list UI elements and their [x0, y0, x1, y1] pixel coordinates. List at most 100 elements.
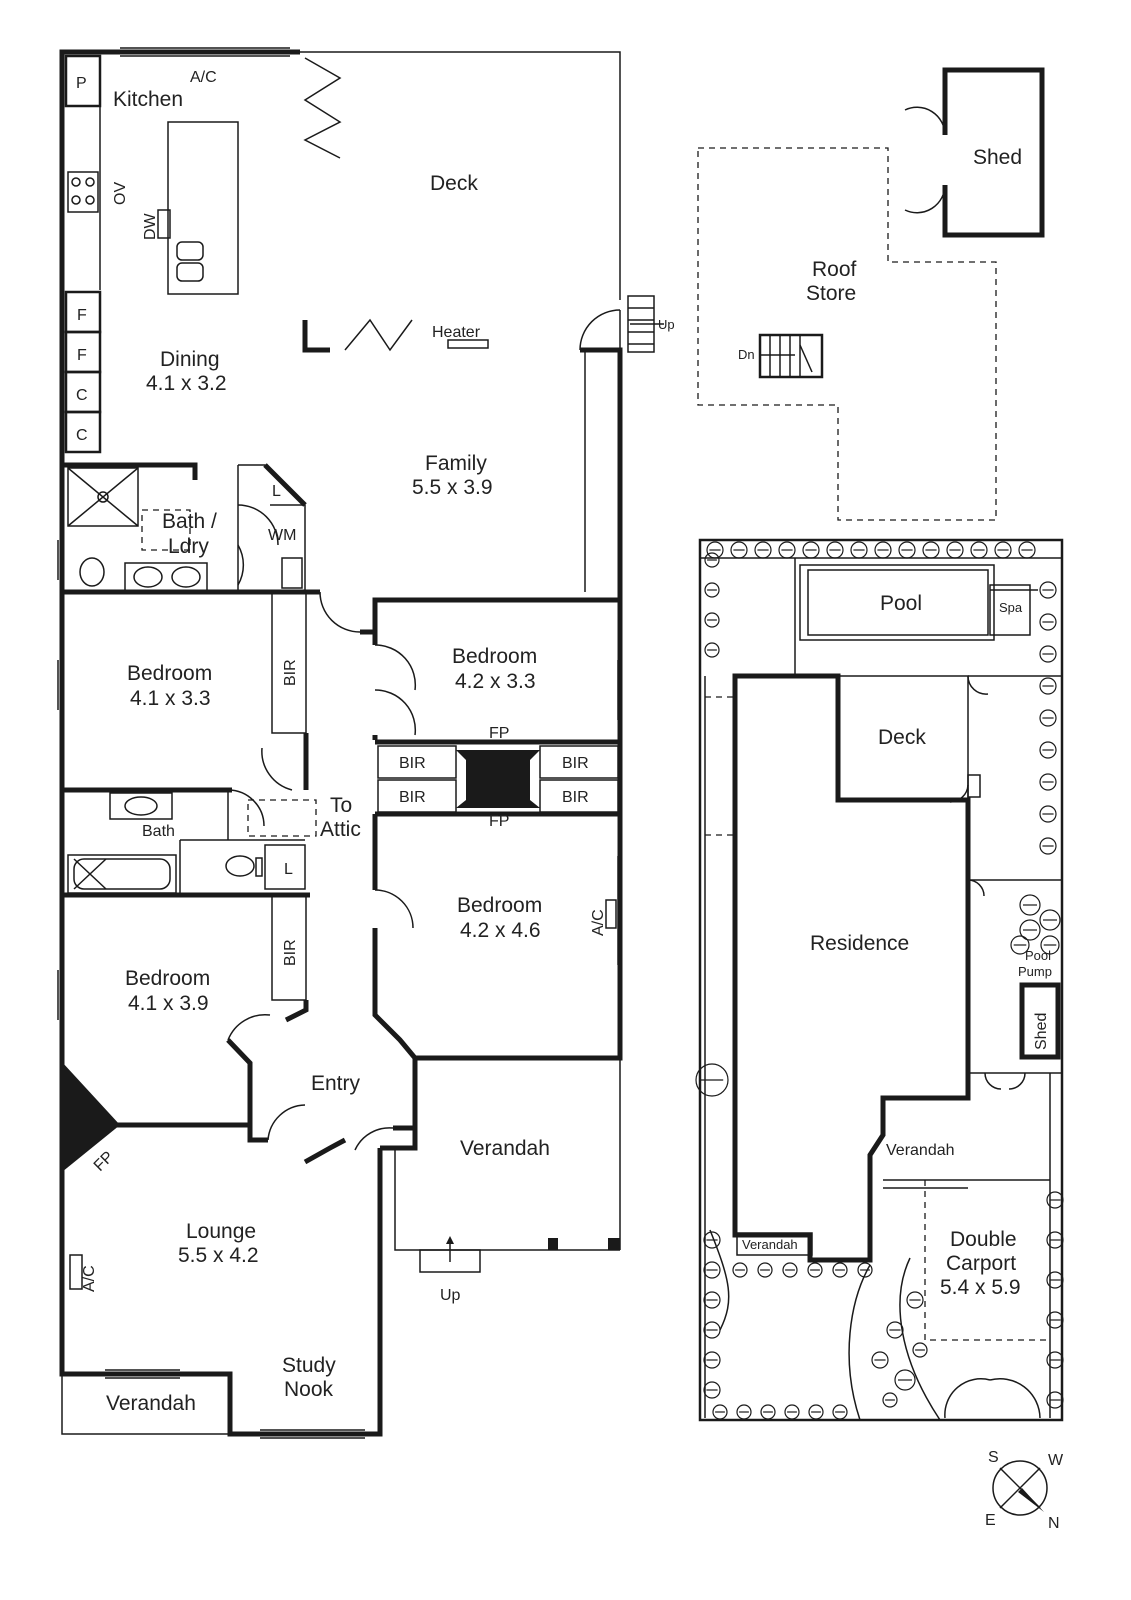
tree-icon — [894, 1369, 916, 1391]
tree-icon — [1039, 837, 1057, 855]
label-linen-2: L — [284, 861, 293, 878]
tree-icon — [704, 552, 720, 568]
label-fp-lounge: FP — [91, 1148, 117, 1174]
label-oven: OV — [112, 182, 129, 205]
tree-icon — [1046, 1231, 1064, 1249]
label-to-attic-1: To — [330, 794, 352, 817]
tree-icon — [703, 1321, 721, 1339]
label-bath-laundry-2: Ldry — [168, 535, 209, 558]
tree-icon — [832, 1404, 848, 1420]
label-up-front: Up — [440, 1287, 461, 1304]
tree-icon — [1018, 541, 1036, 559]
label-up-deck: Up — [658, 317, 675, 332]
label-family-size: 5.5 x 3.9 — [412, 476, 493, 499]
label-heater: Heater — [432, 324, 481, 341]
tree-icon — [850, 541, 868, 559]
garden-trees — [695, 541, 1064, 1420]
label-pantry: P — [76, 75, 87, 92]
label-dn: Dn — [738, 347, 755, 362]
label-bedroom-1-name: Bedroom — [127, 662, 212, 685]
tree-icon — [703, 1381, 721, 1399]
label-site-deck: Deck — [878, 726, 926, 749]
tree-icon — [1039, 709, 1057, 727]
tree-icon — [1010, 935, 1030, 955]
label-fp-bottom: FP — [489, 813, 509, 830]
roof-store-outline — [697, 147, 997, 521]
site-boundary — [698, 538, 1064, 1422]
tree-icon — [1040, 935, 1060, 955]
tree-icon — [703, 1351, 721, 1369]
tree-icon — [1039, 581, 1057, 599]
label-kitchen: Kitchen — [113, 88, 183, 111]
compass: S W E N — [985, 1449, 1064, 1532]
tree-icon — [922, 541, 940, 559]
label-verandah-a: Verandah — [886, 1142, 955, 1159]
tree-icon — [703, 1231, 721, 1249]
tree-icon — [732, 1262, 748, 1278]
label-roof-store-2: Store — [806, 282, 856, 305]
label-bedroom-1-size: 4.1 x 3.3 — [130, 687, 211, 710]
label-dishwasher: DW — [142, 212, 159, 240]
label-fridge-2: F — [77, 347, 87, 364]
label-ac-lounge: A/C — [81, 1265, 98, 1292]
tree-icon — [1039, 677, 1057, 695]
compass-s: S — [988, 1449, 999, 1466]
tree-icon — [882, 1392, 898, 1408]
label-bir-b: BIR — [399, 789, 426, 806]
tree-icon — [703, 1261, 721, 1279]
main-house-plan — [57, 47, 664, 1439]
tree-icon — [703, 1291, 721, 1309]
label-verandah-left: Verandah — [106, 1392, 196, 1415]
tree-icon — [704, 582, 720, 598]
label-bedroom-4-size: 4.1 x 3.9 — [128, 992, 209, 1015]
label-bedroom-2-size: 4.2 x 3.3 — [455, 670, 536, 693]
label-wm: WM — [268, 527, 296, 544]
tree-icon — [970, 541, 988, 559]
tree-icon — [1039, 645, 1057, 663]
label-residence: Residence — [810, 932, 909, 955]
site-plan — [695, 538, 1064, 1422]
tree-icon — [1039, 805, 1057, 823]
tree-icon — [784, 1404, 800, 1420]
label-study-2: Nook — [284, 1378, 334, 1401]
label-to-attic-2: Attic — [320, 818, 361, 841]
main-house-labels: Kitchen A/C P OV DW F F C C Deck Heater … — [76, 69, 675, 1415]
tree-icon — [706, 541, 724, 559]
tree-icon — [1046, 1271, 1064, 1289]
label-bedroom-3-name: Bedroom — [457, 894, 542, 917]
label-verandah-front: Verandah — [460, 1137, 550, 1160]
label-dining-size: 4.1 x 3.2 — [146, 372, 227, 395]
tree-icon — [807, 1262, 823, 1278]
tree-icon — [1046, 1391, 1064, 1409]
tree-icon — [712, 1404, 728, 1420]
compass-n: N — [1048, 1515, 1060, 1532]
label-family-name: Family — [425, 452, 487, 475]
tree-icon — [760, 1404, 776, 1420]
tree-icon — [1039, 613, 1057, 631]
tree-icon — [857, 1262, 873, 1278]
label-roof-store-1: Roof — [812, 258, 857, 281]
label-ac-bedroom-3: A/C — [590, 909, 607, 936]
tree-icon — [906, 1291, 924, 1309]
tree-icon — [754, 541, 772, 559]
tree-icon — [778, 541, 796, 559]
label-pool-pump-1: Pool — [1025, 948, 1051, 963]
outbuildings-labels: Shed Roof Store Dn — [738, 146, 1022, 362]
tree-icon — [1019, 919, 1041, 941]
label-deck: Deck — [430, 172, 478, 195]
tree-icon — [826, 541, 844, 559]
tree-icon — [736, 1404, 752, 1420]
label-pool: Pool — [880, 592, 922, 615]
label-bath-laundry-1: Bath / — [162, 510, 217, 533]
tree-icon — [832, 1262, 848, 1278]
label-ac-kitchen: A/C — [190, 69, 217, 86]
tree-icon — [946, 541, 964, 559]
label-bir-d: BIR — [562, 789, 589, 806]
label-pool-pump-2: Pump — [1018, 964, 1052, 979]
label-bedroom-2-name: Bedroom — [452, 645, 537, 668]
tree-icon — [757, 1262, 773, 1278]
label-carport-2: Carport — [946, 1252, 1016, 1275]
tree-icon — [802, 541, 820, 559]
tree-icon — [1039, 741, 1057, 759]
label-cupboard-1: C — [76, 387, 88, 404]
